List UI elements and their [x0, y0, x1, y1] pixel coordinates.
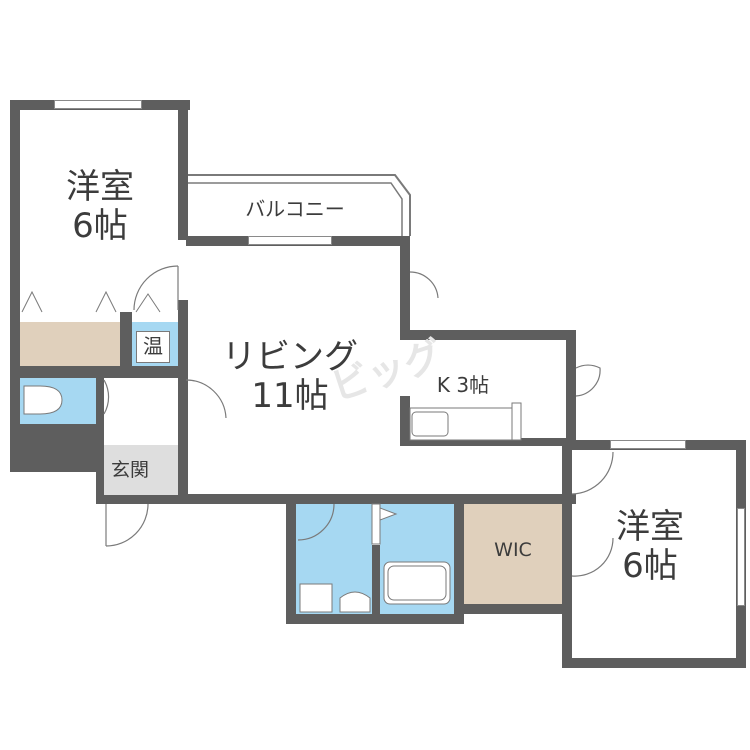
wall [566, 658, 746, 668]
room-size: 6帖 [72, 206, 128, 247]
wall [400, 396, 410, 444]
room-size: 6帖 [622, 546, 678, 587]
living-label: リビング 11帖 [220, 337, 360, 417]
wall [120, 312, 132, 372]
wall [286, 614, 464, 624]
wall [454, 604, 566, 614]
wall [10, 424, 104, 472]
wall [400, 438, 576, 446]
water-heater-label: 温 [136, 331, 170, 363]
kitchen-label: K 3帖 [436, 373, 490, 397]
wall [180, 494, 576, 504]
wall [372, 545, 380, 617]
wall [10, 100, 20, 472]
window-room1-top[interactable] [54, 100, 142, 109]
window-living-balcony[interactable] [248, 236, 332, 245]
wall [178, 300, 188, 500]
room-size: 11帖 [251, 376, 329, 417]
window-room2-right[interactable] [737, 508, 745, 606]
closet-floor-room1 [20, 322, 120, 366]
entrance-floor [104, 445, 178, 495]
wall [96, 378, 104, 504]
wall [10, 366, 188, 378]
room-name: 洋室 [616, 507, 684, 547]
wall [566, 330, 576, 444]
room-name: リビング [222, 337, 358, 377]
balcony-label: バルコニー [245, 197, 345, 221]
wic-floor [464, 504, 562, 604]
room-name: 洋室 [66, 167, 134, 207]
wall [562, 440, 572, 668]
wall [178, 100, 188, 240]
entrance-label: 玄関 [110, 459, 149, 481]
wall [286, 494, 296, 624]
wall [454, 494, 464, 624]
western-room-1-label: 洋室 6帖 [50, 167, 150, 247]
wall [400, 330, 576, 340]
window-room2-top[interactable] [610, 440, 686, 449]
wall [96, 495, 186, 504]
wall [400, 236, 410, 336]
western-room-2-label: 洋室 6帖 [600, 507, 700, 587]
wic-label: WIC [494, 539, 532, 561]
